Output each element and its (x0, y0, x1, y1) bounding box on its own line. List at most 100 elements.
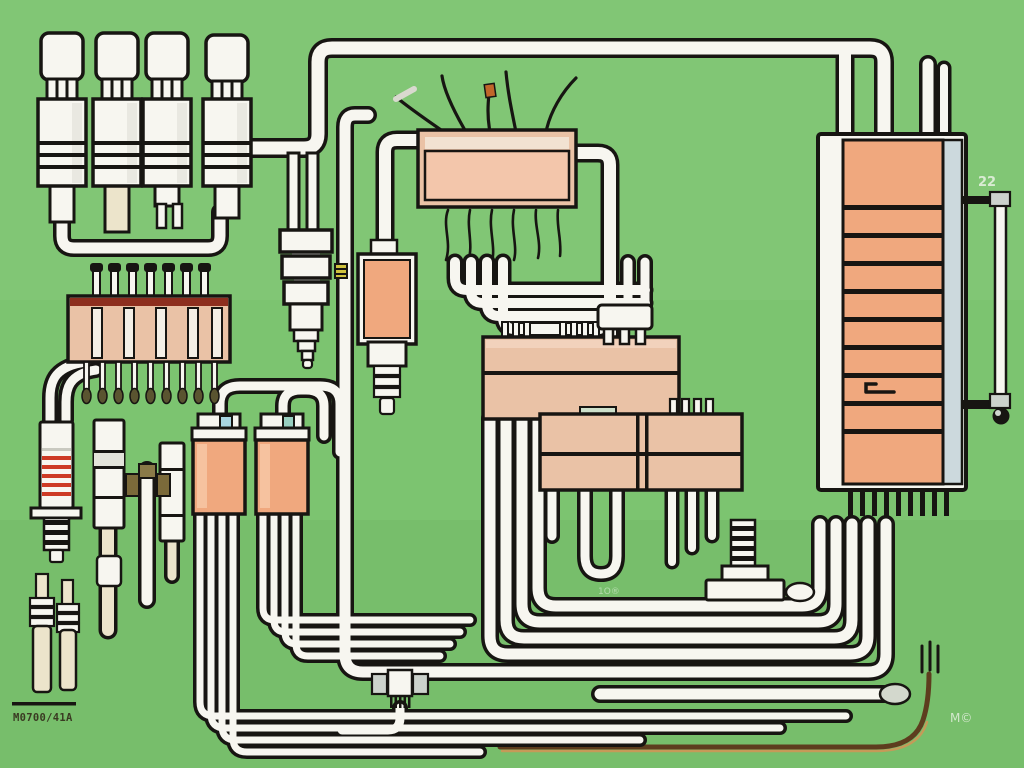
downward-spark-plug (278, 151, 348, 370)
multi-pin-connector-strip (66, 263, 232, 405)
coil-cap-window (219, 415, 233, 429)
clip-connector (125, 463, 171, 497)
label-underline (12, 702, 76, 706)
fork-tooth (618, 327, 631, 346)
clip (156, 473, 171, 497)
connector-ear (370, 672, 389, 696)
brown-wire-strand (500, 720, 929, 753)
plug-step (300, 349, 315, 362)
fuse-box-face (841, 138, 945, 486)
labels: M0700/41A 22 M© 1O® (12, 175, 996, 725)
faint-marking: 1O® (598, 587, 620, 597)
segmented-cylinder (92, 418, 126, 588)
connector-ear (411, 672, 430, 696)
pipe-end-cap (878, 682, 912, 706)
bracket-bolt (992, 407, 1010, 425)
corner-watermark: M© (950, 711, 972, 725)
wire-highlight (393, 86, 417, 102)
bolt-washer (784, 581, 816, 603)
module-wire (486, 91, 492, 134)
harness-bundle (484, 412, 874, 660)
connector-drop-pipe (337, 703, 405, 735)
wire-bead (483, 82, 497, 99)
bracket-strip (993, 200, 1008, 404)
relay-loop (580, 483, 622, 579)
fork-tooth (602, 327, 615, 346)
relay-body (481, 335, 681, 421)
ignition-coil (253, 412, 311, 516)
plug-prong (286, 151, 301, 237)
module-coil-pipe (379, 134, 424, 252)
bolt-base (704, 578, 786, 602)
coil-rib (372, 364, 402, 377)
plug-rib (280, 254, 332, 280)
bracket-clip (988, 190, 1012, 208)
spark-plug (36, 31, 88, 188)
inline-fuse-pair (28, 572, 81, 694)
plug-step (296, 339, 317, 353)
bracket-arm (962, 196, 995, 204)
spark-plug (201, 33, 253, 188)
plug-step (292, 328, 320, 343)
bolt-highlight (995, 410, 1001, 416)
small-connector (370, 668, 430, 708)
fuse-rows (843, 205, 943, 434)
relay-block-upper (481, 303, 681, 421)
spark-plug (91, 31, 143, 188)
plug-stem (213, 184, 241, 220)
module-wire (556, 208, 562, 258)
tube-coupler (95, 554, 123, 588)
coil-neck (366, 340, 408, 368)
strip-dividers (91, 307, 223, 359)
connector-body (386, 668, 414, 698)
wiring-harness (45, 41, 948, 756)
bracket-clip (988, 392, 1012, 410)
ground-bolt-terminal (704, 518, 816, 603)
harness-top-run (239, 41, 891, 155)
module-band (425, 137, 569, 149)
fork-tooth (634, 327, 647, 346)
ignition-control-module (356, 238, 418, 416)
coil-rib (372, 386, 402, 399)
bottom-pins (81, 361, 220, 405)
plug-rib (282, 280, 330, 306)
module-wire (440, 74, 468, 134)
ignition-coil-pair (190, 412, 311, 516)
coil-arc-pipe (215, 381, 345, 457)
spark-plug-bank (36, 31, 253, 234)
module-wire (444, 208, 450, 262)
module-wire (511, 208, 517, 262)
striped-spark-plug (29, 420, 83, 564)
wire-fork-ends (920, 640, 940, 674)
coil-on-plug-module (416, 82, 578, 209)
relay-pins (501, 321, 600, 339)
plug-tip (48, 548, 65, 564)
strip-top-band (70, 298, 228, 306)
plug-hex (288, 302, 324, 332)
module-relay-pipe (569, 147, 616, 340)
module-wire (504, 70, 518, 134)
bracket-arm (962, 400, 995, 409)
plug-rib (278, 228, 334, 254)
module-face (423, 149, 571, 202)
clip (125, 473, 140, 497)
marker-lines (335, 268, 347, 275)
plug-waist (292, 250, 320, 258)
plug-fork-prong (155, 202, 168, 230)
connector-comb (390, 696, 411, 708)
fuse-box-marking: 22 (978, 175, 996, 190)
plug-tip (301, 358, 314, 370)
connector-fork (596, 303, 654, 346)
fuse-notch-mark (864, 382, 896, 394)
ignition-coil (190, 412, 248, 516)
brown-wire (497, 671, 932, 750)
coil-tube (292, 508, 444, 660)
plug-stem (103, 184, 131, 234)
fuse-box (816, 132, 968, 516)
coil-rib (372, 375, 402, 388)
coil-arc-pipe (278, 385, 329, 441)
plug-stem (48, 184, 76, 224)
coil-tube (229, 508, 484, 756)
coil-tip (378, 396, 396, 416)
